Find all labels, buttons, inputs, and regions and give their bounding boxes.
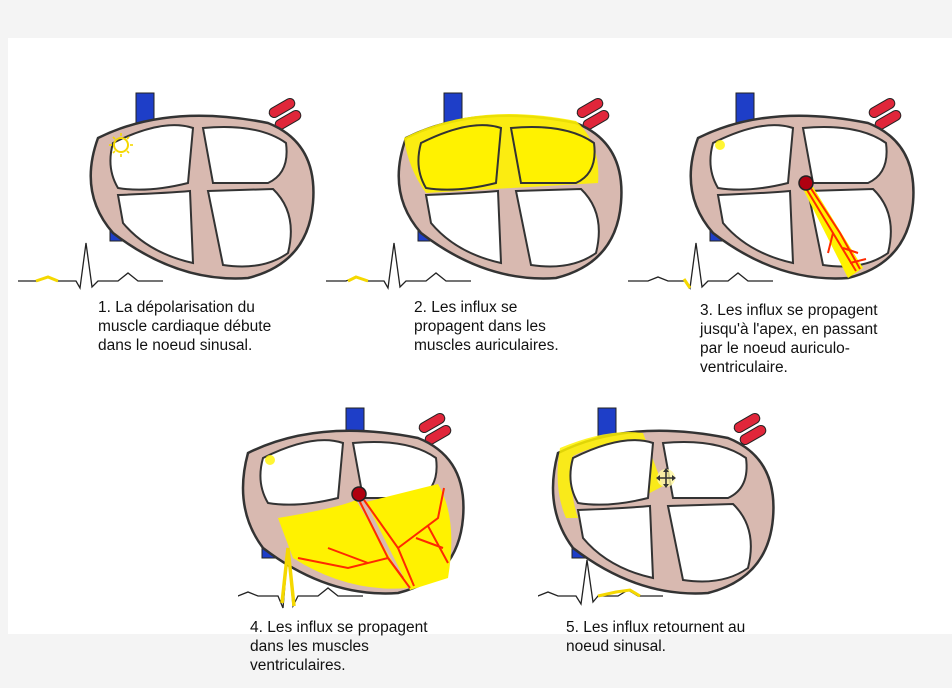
left-ventricle <box>668 504 751 582</box>
step-1-heart <box>18 83 338 293</box>
vena-cava-top <box>136 93 154 123</box>
step-3-panel: 3. Les influx se propagent jusqu'à l'ape… <box>628 83 948 373</box>
heart-diagram <box>691 93 914 278</box>
step-4-heart <box>238 398 558 618</box>
left-atrium <box>511 127 595 183</box>
step-4-panel: 4. Les influx se propagent dans les musc… <box>238 398 558 688</box>
heart-diagram <box>91 93 314 278</box>
step-2-panel: 2. Les influx se propagent dans les musc… <box>326 83 646 373</box>
step-5-heart <box>538 398 858 618</box>
left-atrium <box>803 127 887 183</box>
left-atrium <box>203 127 287 183</box>
step-3-caption: 3. Les influx se propagent jusqu'à l'ape… <box>700 301 878 377</box>
step-1-caption: 1. La dépolarisation du muscle cardiaque… <box>98 298 271 355</box>
step-5-panel: 5. Les influx retournent au noeud sinusa… <box>538 398 858 688</box>
step-3-heart <box>628 83 948 293</box>
left-atrium <box>663 442 747 498</box>
vena-cava-top <box>444 93 462 123</box>
step-1-panel: 1. La dépolarisation du muscle cardiaque… <box>18 83 338 373</box>
sa-node <box>265 455 275 465</box>
left-ventricle <box>208 189 291 267</box>
screen: 1. La dépolarisation du muscle cardiaque… <box>0 0 952 643</box>
heart-diagram <box>399 93 622 278</box>
step-2-caption: 2. Les influx se propagent dans les musc… <box>414 298 559 355</box>
diagram-slide: 1. La dépolarisation du muscle cardiaque… <box>8 38 952 634</box>
vena-cava-top <box>736 93 754 123</box>
sa-node <box>715 140 725 150</box>
step-4-caption: 4. Les influx se propagent dans les musc… <box>250 618 428 675</box>
step-5-caption: 5. Les influx retournent au noeud sinusa… <box>566 618 745 656</box>
av-node <box>799 176 813 190</box>
av-node <box>352 487 366 501</box>
step-2-heart <box>326 83 646 293</box>
left-ventricle <box>516 189 599 267</box>
heart-diagram <box>243 408 463 593</box>
